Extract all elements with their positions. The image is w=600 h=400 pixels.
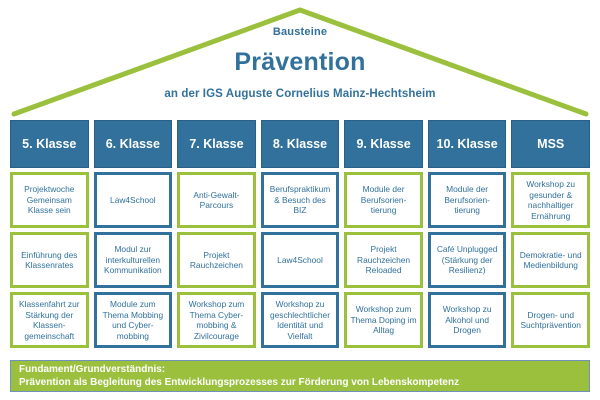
module-cell: Module zum Thema Mobbing und Cyber-mobbi… xyxy=(93,292,173,348)
column-header-9-label: 9. Klasse xyxy=(356,136,411,151)
column-header-mss-label: MSS xyxy=(537,136,565,151)
roof-outline xyxy=(11,7,589,117)
module-cell: Café Unplugged (Stärkung der Resilienz) xyxy=(427,232,507,288)
column-header-6-label: 6. Klasse xyxy=(105,136,160,151)
page-title: Prävention xyxy=(234,48,366,76)
column-header-5: 5. Klasse xyxy=(10,120,89,168)
roof-subtitle: an der IGS Auguste Cornelius Mainz-Hecht… xyxy=(164,88,436,100)
module-cell: Einführung des Klassenrates xyxy=(10,232,89,288)
grade-matrix: 5. Klasse 6. Klasse 7. Klasse 8. Klasse … xyxy=(10,120,590,348)
module-cell: Klassenfahrt zur Stärkung der Klassen-ge… xyxy=(10,292,89,348)
column-header-5-label: 5. Klasse xyxy=(22,136,77,151)
module-cell: Projektwoche Gemeinsam Klasse sein xyxy=(10,172,89,228)
module-cell: Projekt Rauchzeichen xyxy=(177,232,256,288)
roof-shape: Bausteine Prävention an der IGS Auguste … xyxy=(0,0,600,118)
module-cell: Law4School xyxy=(260,232,340,288)
module-cell: Workshop zum Thema Doping im Alltag xyxy=(344,292,423,348)
module-cell: Workshop zu geschlechtlicher Identität u… xyxy=(260,292,340,348)
module-cell: Law4School xyxy=(93,172,173,228)
column-header-10-label: 10. Klasse xyxy=(436,136,498,151)
column-header-10: 10. Klasse xyxy=(427,120,507,168)
module-cell: Module der Berufsorien-tierung xyxy=(427,172,507,228)
column-header-7: 7. Klasse xyxy=(177,120,256,168)
column-header-9: 9. Klasse xyxy=(344,120,423,168)
column-header-7-label: 7. Klasse xyxy=(189,136,244,151)
module-cell: Workshop zum Thema Cyber-mobbing & Zivil… xyxy=(177,292,256,348)
module-cell: Drogen- und Suchtprävention xyxy=(511,292,590,348)
column-header-8-label: 8. Klasse xyxy=(272,136,328,151)
column-header-8: 8. Klasse xyxy=(260,120,340,168)
module-cell: Anti-Gewalt-Parcours xyxy=(177,172,256,228)
module-cell: Berufspraktikum & Besuch des BIZ xyxy=(260,172,340,228)
foundation-line-2: Prävention als Begleitung des Entwicklun… xyxy=(19,377,460,388)
column-header-mss: MSS xyxy=(511,120,590,168)
module-cell: Module der Berufsorien-tierung xyxy=(344,172,423,228)
column-header-6: 6. Klasse xyxy=(93,120,173,168)
foundation-banner: Fundament/Grundverständnis: Prävention a… xyxy=(10,360,590,392)
module-cell: Demokratie- und Medienbildung xyxy=(511,232,590,288)
module-cell: Workshop zu Alkohol und Drogen xyxy=(427,292,507,348)
roof-kicker: Bausteine xyxy=(272,26,328,38)
foundation-line-1: Fundament/Grundverständnis: xyxy=(19,364,166,375)
module-cell: Modul zur interkulturellen Kommunikation xyxy=(93,232,173,288)
module-cell: Workshop zu gesunder & nachhaltiger Ernä… xyxy=(511,172,590,228)
roof-text-block: Bausteine Prävention an der IGS Auguste … xyxy=(0,0,600,118)
module-cell: Projekt Rauchzeichen Reloaded xyxy=(344,232,423,288)
